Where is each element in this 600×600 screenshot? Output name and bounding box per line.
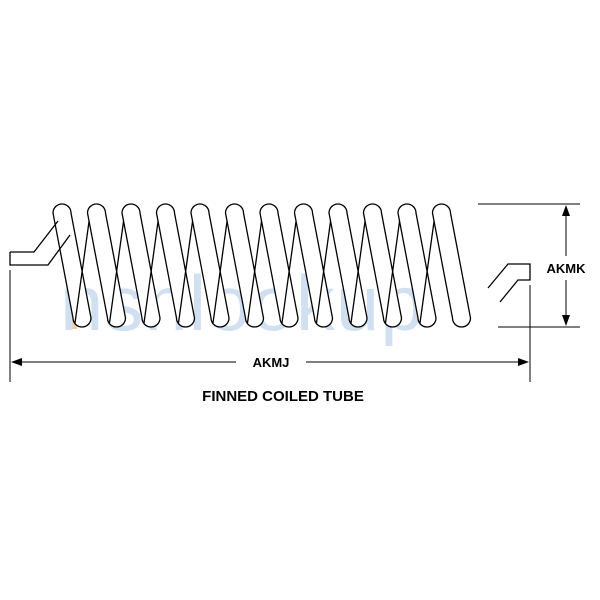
coil-turn xyxy=(224,203,265,328)
coil-turn xyxy=(293,203,334,328)
coil-turn xyxy=(190,203,230,328)
coil-back-strand xyxy=(350,217,367,324)
coil-back-strand xyxy=(384,217,401,324)
height-dimension xyxy=(478,203,580,328)
coil-back-strand xyxy=(74,217,91,324)
coil-turn xyxy=(259,203,299,328)
coil-back-strand xyxy=(143,217,160,324)
coil-back-strand xyxy=(246,217,263,324)
length-dimension-label: AKMJ xyxy=(253,355,290,370)
diagram-caption: FINNED COILED TUBE xyxy=(202,388,364,405)
coil-back-strand xyxy=(281,217,298,324)
height-arrow-bottom xyxy=(562,315,570,326)
length-arrow-right xyxy=(518,358,529,366)
length-arrow-left xyxy=(11,358,22,366)
watermark-accent-square xyxy=(66,318,77,329)
coil-back-strand xyxy=(419,217,436,324)
right-tube-end xyxy=(487,263,531,303)
coil-turn xyxy=(362,203,403,328)
coil-back-strand xyxy=(177,217,194,324)
left-tube-end xyxy=(9,220,71,266)
length-dimension xyxy=(9,270,531,382)
coil-turn xyxy=(431,203,472,328)
height-arrow-top xyxy=(562,205,570,216)
coil-turn xyxy=(397,203,437,328)
coil-back-strand xyxy=(315,217,332,324)
coil-turn xyxy=(121,203,161,328)
coil-back-strand xyxy=(108,217,125,324)
coil-turn xyxy=(328,203,368,328)
height-dimension-label: AKMK xyxy=(547,261,587,276)
coil-turn xyxy=(155,203,196,328)
coil-back-strand xyxy=(212,217,229,324)
coil-turn xyxy=(86,203,127,328)
coil-turn xyxy=(52,203,92,328)
coil xyxy=(52,203,472,328)
